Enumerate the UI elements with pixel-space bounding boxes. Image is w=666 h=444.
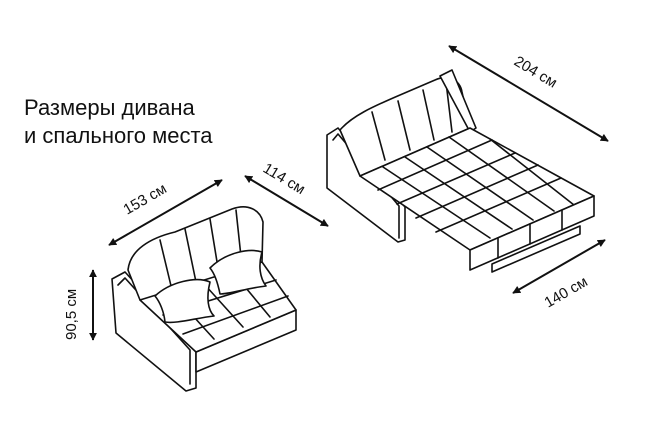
bed-length-dimension-arrow — [448, 45, 609, 142]
sofa-width-dimension-arrow — [108, 179, 223, 246]
sofa-left-arm — [111, 271, 197, 392]
dimension-lines — [89, 45, 609, 341]
unfolded-sofa-bed-illustration — [326, 69, 595, 273]
bed-front-edge — [469, 195, 595, 271]
diagram-title-line-2: и спального места — [24, 123, 213, 148]
bed-width-label: 140 см — [542, 273, 591, 311]
sofa-pillow-left — [154, 278, 215, 324]
bed-width-dimension-arrow — [512, 239, 606, 294]
bed-length-label: 204 см — [511, 53, 560, 92]
sofa-height-label: 90,5 см — [63, 289, 80, 340]
sofa-pillow-right — [209, 249, 267, 295]
folded-sofa-illustration — [111, 206, 297, 392]
diagram-title-line-1: Размеры дивана — [24, 95, 195, 120]
sofa-depth-dimension-arrow — [244, 175, 329, 227]
sofa-depth-label: 114 см — [260, 160, 308, 198]
sofa-width-label: 153 см — [121, 180, 170, 218]
